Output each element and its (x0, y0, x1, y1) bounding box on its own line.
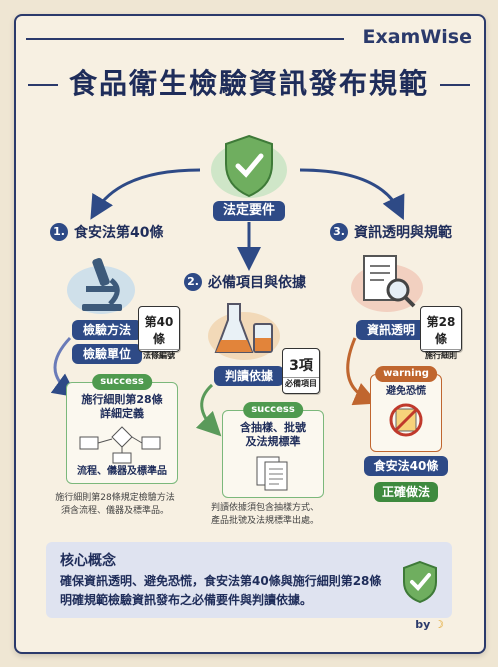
flowchart-icon (79, 426, 161, 464)
section3-card-tag: warning (375, 366, 437, 382)
top-divider (26, 38, 344, 40)
section1-badge: 第40條 法條編號 (138, 306, 180, 360)
section3-number: 3. (330, 223, 348, 241)
section1-heading: 1. 食安法第40條 (50, 222, 163, 242)
section3-badge-label: 施行細則 (421, 349, 461, 361)
section3-pill-correct: 正確做法 (374, 482, 438, 502)
byline: by ☽ (415, 618, 444, 631)
section2-badge-value: 3項 (289, 358, 313, 374)
section2-badge-label: 必備項目 (283, 377, 319, 388)
section1-pill-method: 檢驗方法 (72, 320, 142, 340)
byline-text: by (415, 618, 431, 631)
brand-logo: ExamWise (362, 26, 472, 48)
section3-badge: 第28條 施行細則 (420, 306, 462, 360)
section3-heading: 3. 資訊透明與規範 (330, 222, 452, 242)
section2-number: 2. (184, 273, 202, 291)
section3-card-title: 避免恐慌 (386, 386, 426, 397)
section3-title: 資訊透明與規範 (354, 225, 452, 241)
section2-pill-basis: 判讀依據 (214, 366, 284, 386)
section3-badge-value: 第28條 (426, 315, 456, 346)
section2-card-tag: success (243, 402, 303, 418)
section1-card-tag: success (92, 374, 152, 390)
section1-badge-value: 第40條 (144, 315, 174, 346)
shield-check-icon (211, 134, 287, 198)
core-concept-title: 核心概念 (60, 553, 116, 569)
prohibited-icon (389, 403, 423, 437)
section1-badge-label: 法條編號 (139, 349, 179, 361)
flask-icon (208, 303, 280, 360)
core-concept-text: 確保資訊透明、避免恐慌，食安法第40條與施行細則第28條明確規範檢驗資訊發布之必… (60, 574, 382, 607)
section1-pill-unit: 檢驗單位 (72, 344, 142, 364)
document-search-icon (351, 255, 423, 312)
banana-icon: ☽ (434, 618, 444, 631)
section1-note: 施行細則第28條規定檢驗方法 須含流程、儀器及標準品。 (55, 493, 175, 516)
section3-card: warning 避免恐慌 (370, 366, 442, 452)
section1-number: 1. (50, 223, 68, 241)
section2-card: success 含抽樣、批號 及法規標準 (222, 402, 324, 498)
section1-title: 食安法第40條 (74, 225, 164, 241)
microscope-icon (67, 257, 135, 314)
section2-badge: 3項 必備項目 (282, 348, 320, 394)
section2-title: 必備項目與依據 (208, 275, 306, 291)
shield-check-icon (403, 560, 437, 604)
title-divider-left (28, 84, 58, 86)
page-title: 食品衛生檢驗資訊發布規範 (68, 67, 429, 100)
title-divider-right (440, 84, 470, 86)
section2-card-title: 含抽樣、批號 及法規標準 (240, 421, 306, 448)
center-label: 法定要件 (213, 201, 285, 221)
section2-note: 判讀依據須包含抽樣方式、 產品批號及法規標準出處。 (210, 503, 319, 526)
section1-card-footer: 流程、儀器及標準品 (77, 466, 167, 477)
section2-heading: 2. 必備項目與依據 (184, 272, 306, 292)
section3-pill-transparency: 資訊透明 (356, 320, 426, 340)
documents-icon (256, 456, 288, 491)
section1-card: success 施行細則第28條 詳細定義 流程、儀器及標準品 (66, 374, 178, 484)
section1-card-title: 施行細則第28條 詳細定義 (81, 393, 163, 420)
core-concept-box: 核心概念 確保資訊透明、避免恐慌，食安法第40條與施行細則第28條明確規範檢驗資… (46, 542, 452, 618)
section3-pill-law: 食安法40條 (364, 456, 448, 476)
